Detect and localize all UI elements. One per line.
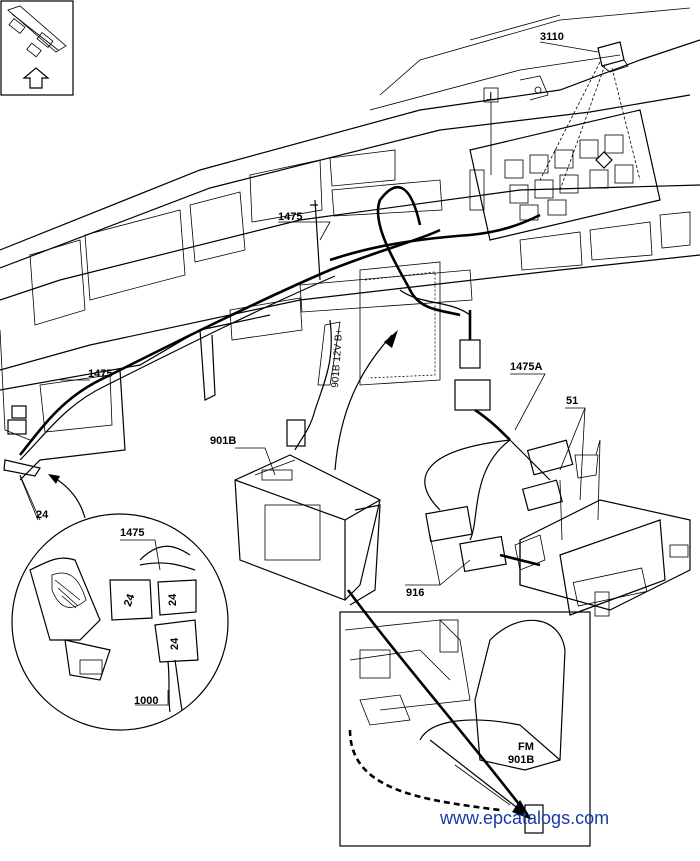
label-1475-circle: 1475 — [120, 527, 144, 539]
label-leaders — [19, 41, 599, 706]
label-901b: 901B — [210, 435, 236, 447]
connector-label-24c: 24 — [169, 637, 181, 650]
watermark: www.epcatalogs.com — [439, 808, 609, 828]
label-24: 24 — [36, 509, 49, 521]
orientation-inset — [0, 0, 74, 96]
dashboard-outline — [0, 7, 700, 820]
label-1000: 1000 — [134, 695, 158, 707]
label-1475a: 1475A — [510, 361, 542, 373]
cab-inset — [339, 611, 591, 847]
label-fm: FM — [518, 741, 534, 753]
label-916: 916 — [406, 587, 424, 599]
label-1475-left: 1475 — [88, 368, 112, 380]
label-fm-901b: 901B — [508, 754, 534, 766]
detail-circle — [11, 513, 229, 731]
label-51: 51 — [566, 395, 578, 407]
labels: 3110 1475 1475 1475A 51 901B 24 1475 100… — [36, 31, 578, 766]
ground-symbol-icon: ⊥ — [486, 91, 496, 103]
wire-tag: 901B 12V B+ — [330, 328, 345, 388]
up-arrow-icon — [22, 67, 50, 89]
connector-label-24a: 24 — [122, 592, 138, 608]
label-1475-top: 1475 — [278, 211, 302, 223]
label-3110: 3110 — [540, 31, 564, 43]
connector-label-24b: 24 — [167, 593, 179, 606]
